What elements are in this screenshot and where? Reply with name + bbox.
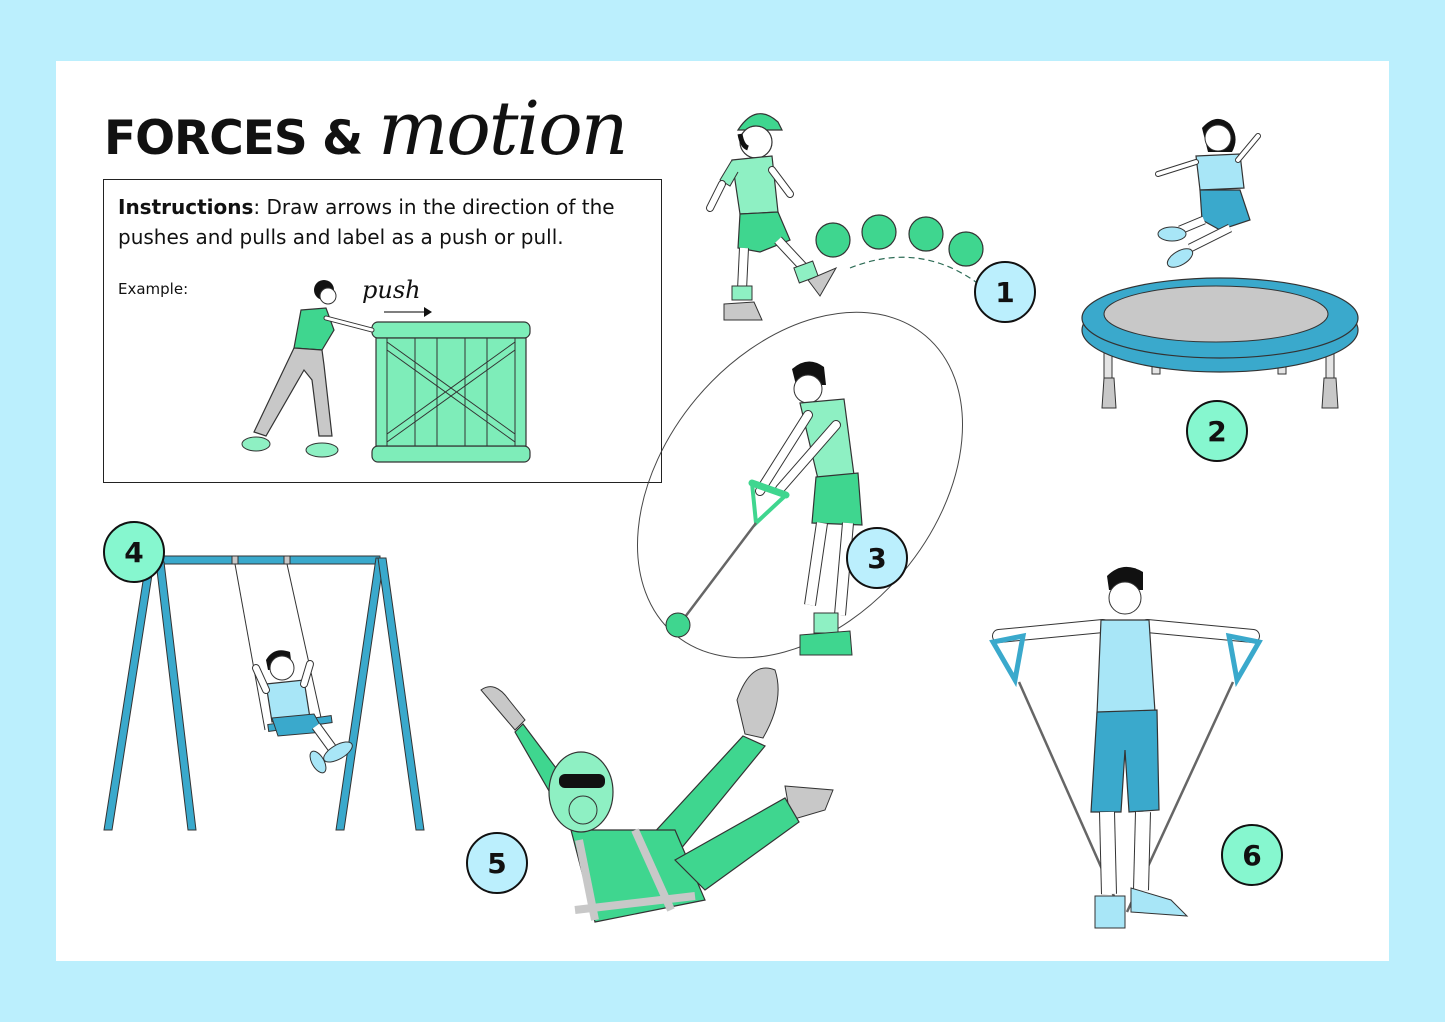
page-title: FORCES & motion [104, 86, 628, 172]
activity-6-badge: 6 [1221, 824, 1283, 886]
activity-2-badge: 2 [1186, 400, 1248, 462]
instructions-body: : Draw arrows in the direction of the pu… [118, 195, 615, 249]
activity-2-illustration [1081, 118, 1359, 409]
activity-5-badge: 5 [466, 832, 528, 894]
title-forces: FORCES & [104, 111, 363, 166]
title-motion: motion [378, 86, 628, 172]
instructions-box: Instructions: Draw arrows in the directi… [103, 179, 662, 483]
example-push-label: push [362, 276, 421, 304]
instructions-text: Instructions: Draw arrows in the directi… [118, 192, 648, 252]
activity-5-illustration [480, 667, 834, 923]
activity-4-badge: 4 [103, 521, 165, 583]
activity-3-badge: 3 [846, 527, 908, 589]
activity-1-illustration [706, 113, 984, 321]
activity-3-illustration [637, 311, 963, 659]
example-push-illustration [241, 280, 531, 463]
activity-1-badge: 1 [974, 261, 1036, 323]
example-label: Example: [118, 280, 189, 298]
instructions-heading: Instructions [118, 195, 254, 219]
activity-6-illustration [989, 566, 1263, 929]
activity-4-illustration [103, 555, 425, 831]
